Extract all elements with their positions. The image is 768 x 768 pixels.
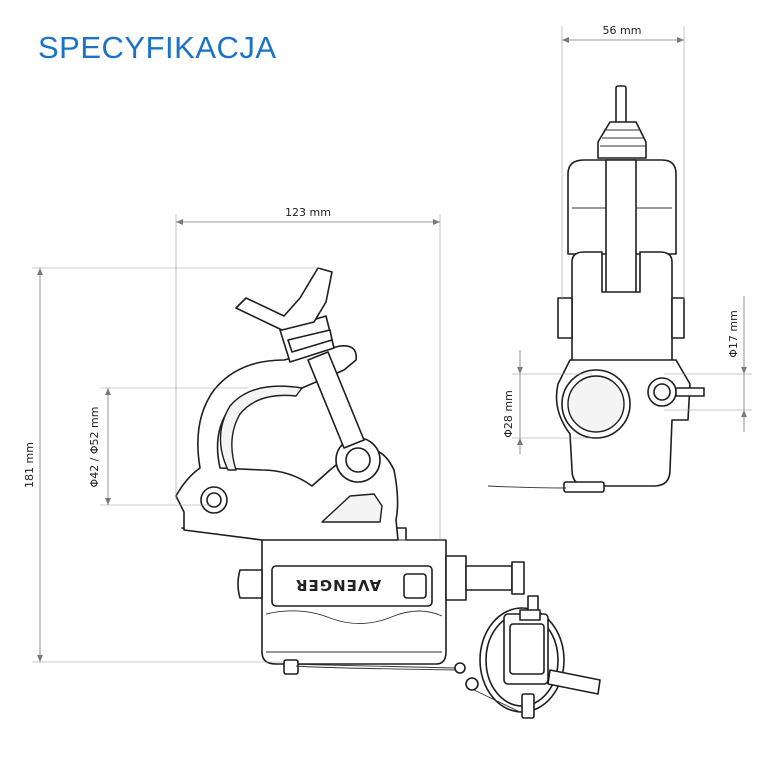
dim-bore-front: Φ28 mm <box>502 390 515 438</box>
clamp-side-view: AVENGER <box>175 267 525 665</box>
clamp-front-view <box>487 85 705 493</box>
dim-width-side: 123 mm <box>285 206 331 219</box>
dim-width-front: 56 mm <box>603 24 642 37</box>
page-title: SPECYFIKACJA <box>38 30 277 65</box>
brand-logo: AVENGER <box>295 576 381 594</box>
dimension-lines <box>32 26 752 663</box>
dim-pin-diameter: Φ17 mm <box>727 310 740 358</box>
safety-ring-pin <box>283 595 601 719</box>
dim-tube-range: Φ42 / Φ52 mm <box>88 407 101 488</box>
dim-height-side: 181 mm <box>23 442 36 488</box>
